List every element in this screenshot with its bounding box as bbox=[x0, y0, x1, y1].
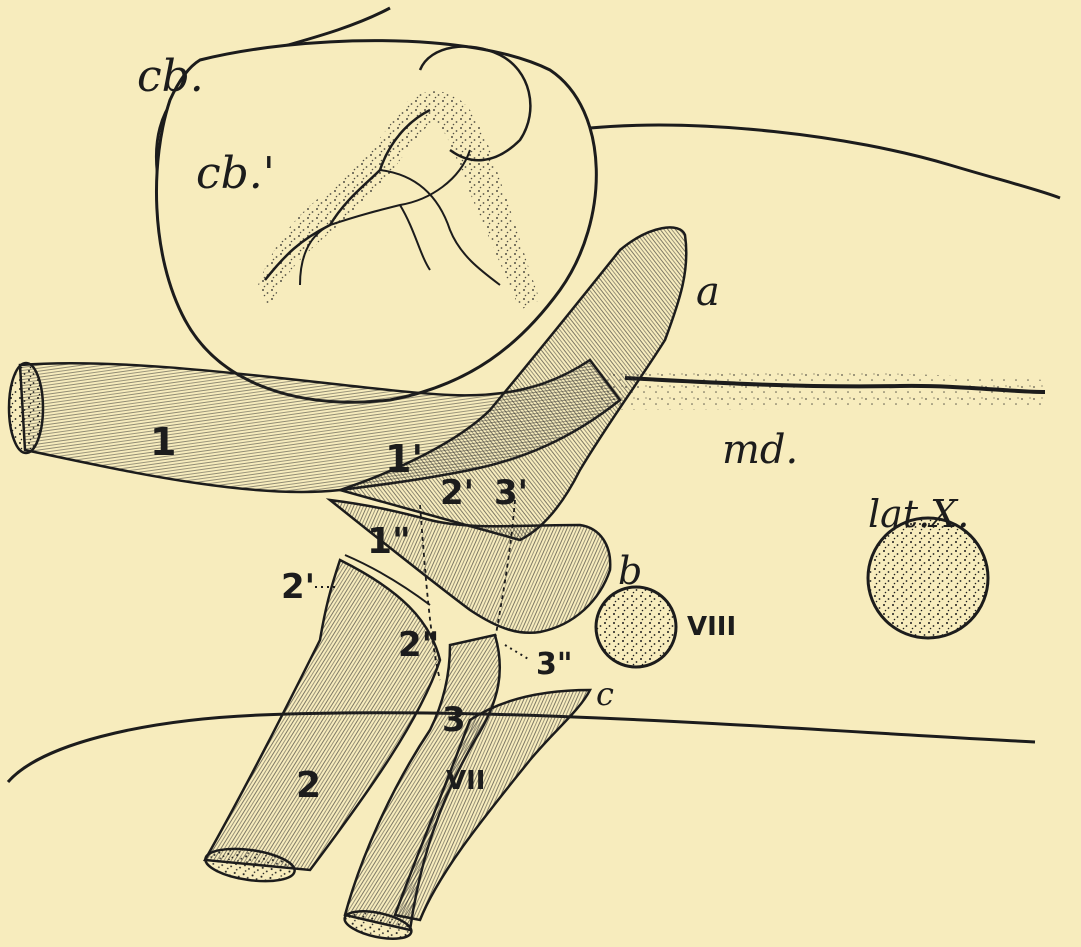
cerebellum bbox=[156, 41, 596, 403]
label-root-3: 3 bbox=[442, 703, 466, 737]
label-root-2-double-prime: 2" bbox=[398, 628, 439, 662]
label-root-2-prime-upper: 2' bbox=[440, 476, 474, 510]
label-lat-x: lat.X. bbox=[868, 495, 969, 533]
label-root-3-double-prime: 3" bbox=[536, 650, 573, 680]
root-1-cut-end bbox=[9, 363, 43, 453]
label-root-3-prime: 3' bbox=[494, 476, 528, 510]
label-root-1-double-prime: 1" bbox=[367, 524, 411, 560]
label-root-2-prime-left: 2' bbox=[281, 570, 315, 604]
label-viii: VIII bbox=[687, 614, 736, 640]
leader-3-double-prime bbox=[505, 645, 530, 660]
label-root-1-prime: 1' bbox=[385, 440, 423, 478]
label-b: b bbox=[618, 552, 642, 590]
lateral-x-section bbox=[868, 518, 988, 638]
label-cb: cb. bbox=[137, 55, 204, 99]
label-vii: VII bbox=[446, 768, 485, 794]
medulla-band bbox=[600, 370, 1045, 410]
label-a: a bbox=[696, 272, 720, 312]
upper-medulla-contour bbox=[590, 125, 1060, 198]
label-md: md. bbox=[722, 430, 798, 470]
nerve-viii-section bbox=[596, 587, 676, 667]
label-root-1: 1 bbox=[150, 423, 176, 461]
label-root-2: 2 bbox=[296, 768, 321, 804]
label-cb-prime: cb.' bbox=[196, 152, 275, 196]
label-c: c bbox=[596, 678, 614, 710]
